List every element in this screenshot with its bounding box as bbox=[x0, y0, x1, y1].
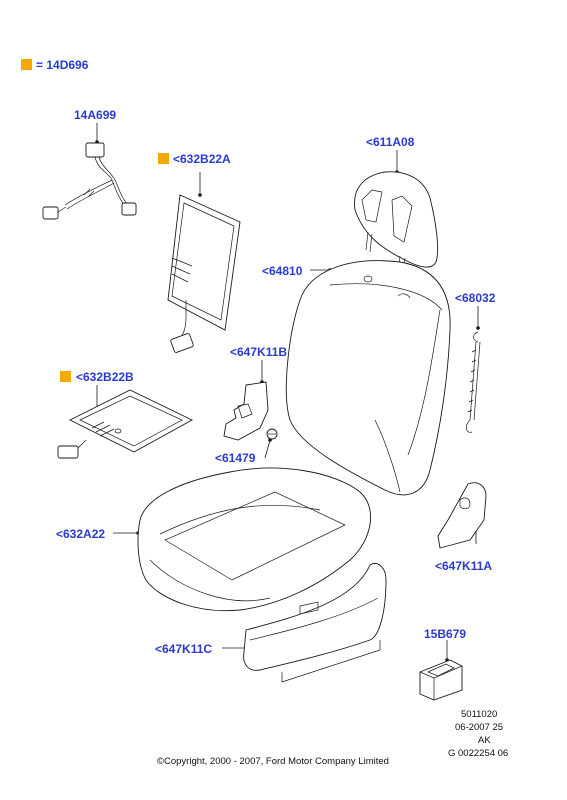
legend-marker bbox=[21, 59, 32, 70]
ref-drawing-id: G 0022254 06 bbox=[448, 748, 509, 759]
spring-68032 bbox=[466, 306, 481, 433]
switch-15B679 bbox=[419, 640, 463, 701]
knob-61479 bbox=[264, 428, 278, 459]
ref-date: 06-2007 25 bbox=[455, 722, 504, 733]
marker-632B22B bbox=[60, 371, 71, 382]
ref-code: AK bbox=[478, 735, 491, 746]
label-647K11B[interactable]: <647K11B bbox=[230, 345, 288, 359]
heating-pad-632B22A bbox=[167, 172, 241, 353]
label-61479[interactable]: <61479 bbox=[215, 451, 256, 465]
seat-base-647K11C bbox=[222, 563, 387, 683]
label-64810[interactable]: <64810 bbox=[262, 264, 303, 278]
label-647K11C[interactable]: <647K11C bbox=[155, 642, 213, 656]
label-68032[interactable]: <68032 bbox=[455, 291, 496, 305]
legend-text: = 14D696 bbox=[36, 58, 89, 72]
side-cover-647K11B bbox=[223, 360, 269, 441]
copyright-text: ©Copyright, 2000 - 2007, Ford Motor Comp… bbox=[157, 756, 389, 767]
backrest-cover-64810 bbox=[285, 260, 451, 496]
label-14A699[interactable]: 14A699 bbox=[74, 108, 117, 122]
heating-pad-632B22B bbox=[57, 385, 193, 459]
wiring-harness-14A699 bbox=[42, 123, 137, 220]
headrest-611A08 bbox=[354, 150, 439, 275]
label-632B22B[interactable]: <632B22B bbox=[76, 370, 134, 384]
label-632A22[interactable]: <632A22 bbox=[56, 527, 106, 541]
ref-number: 5011020 bbox=[461, 709, 498, 720]
label-611A08[interactable]: <611A08 bbox=[366, 135, 415, 149]
label-632B22A[interactable]: <632B22A bbox=[173, 152, 231, 166]
label-15B679[interactable]: 15B679 bbox=[424, 627, 467, 641]
marker-632B22A bbox=[158, 153, 169, 164]
side-cover-647K11A bbox=[437, 482, 487, 549]
seat-cushion-632A22 bbox=[113, 467, 372, 612]
label-647K11A[interactable]: <647K11A bbox=[435, 559, 493, 573]
